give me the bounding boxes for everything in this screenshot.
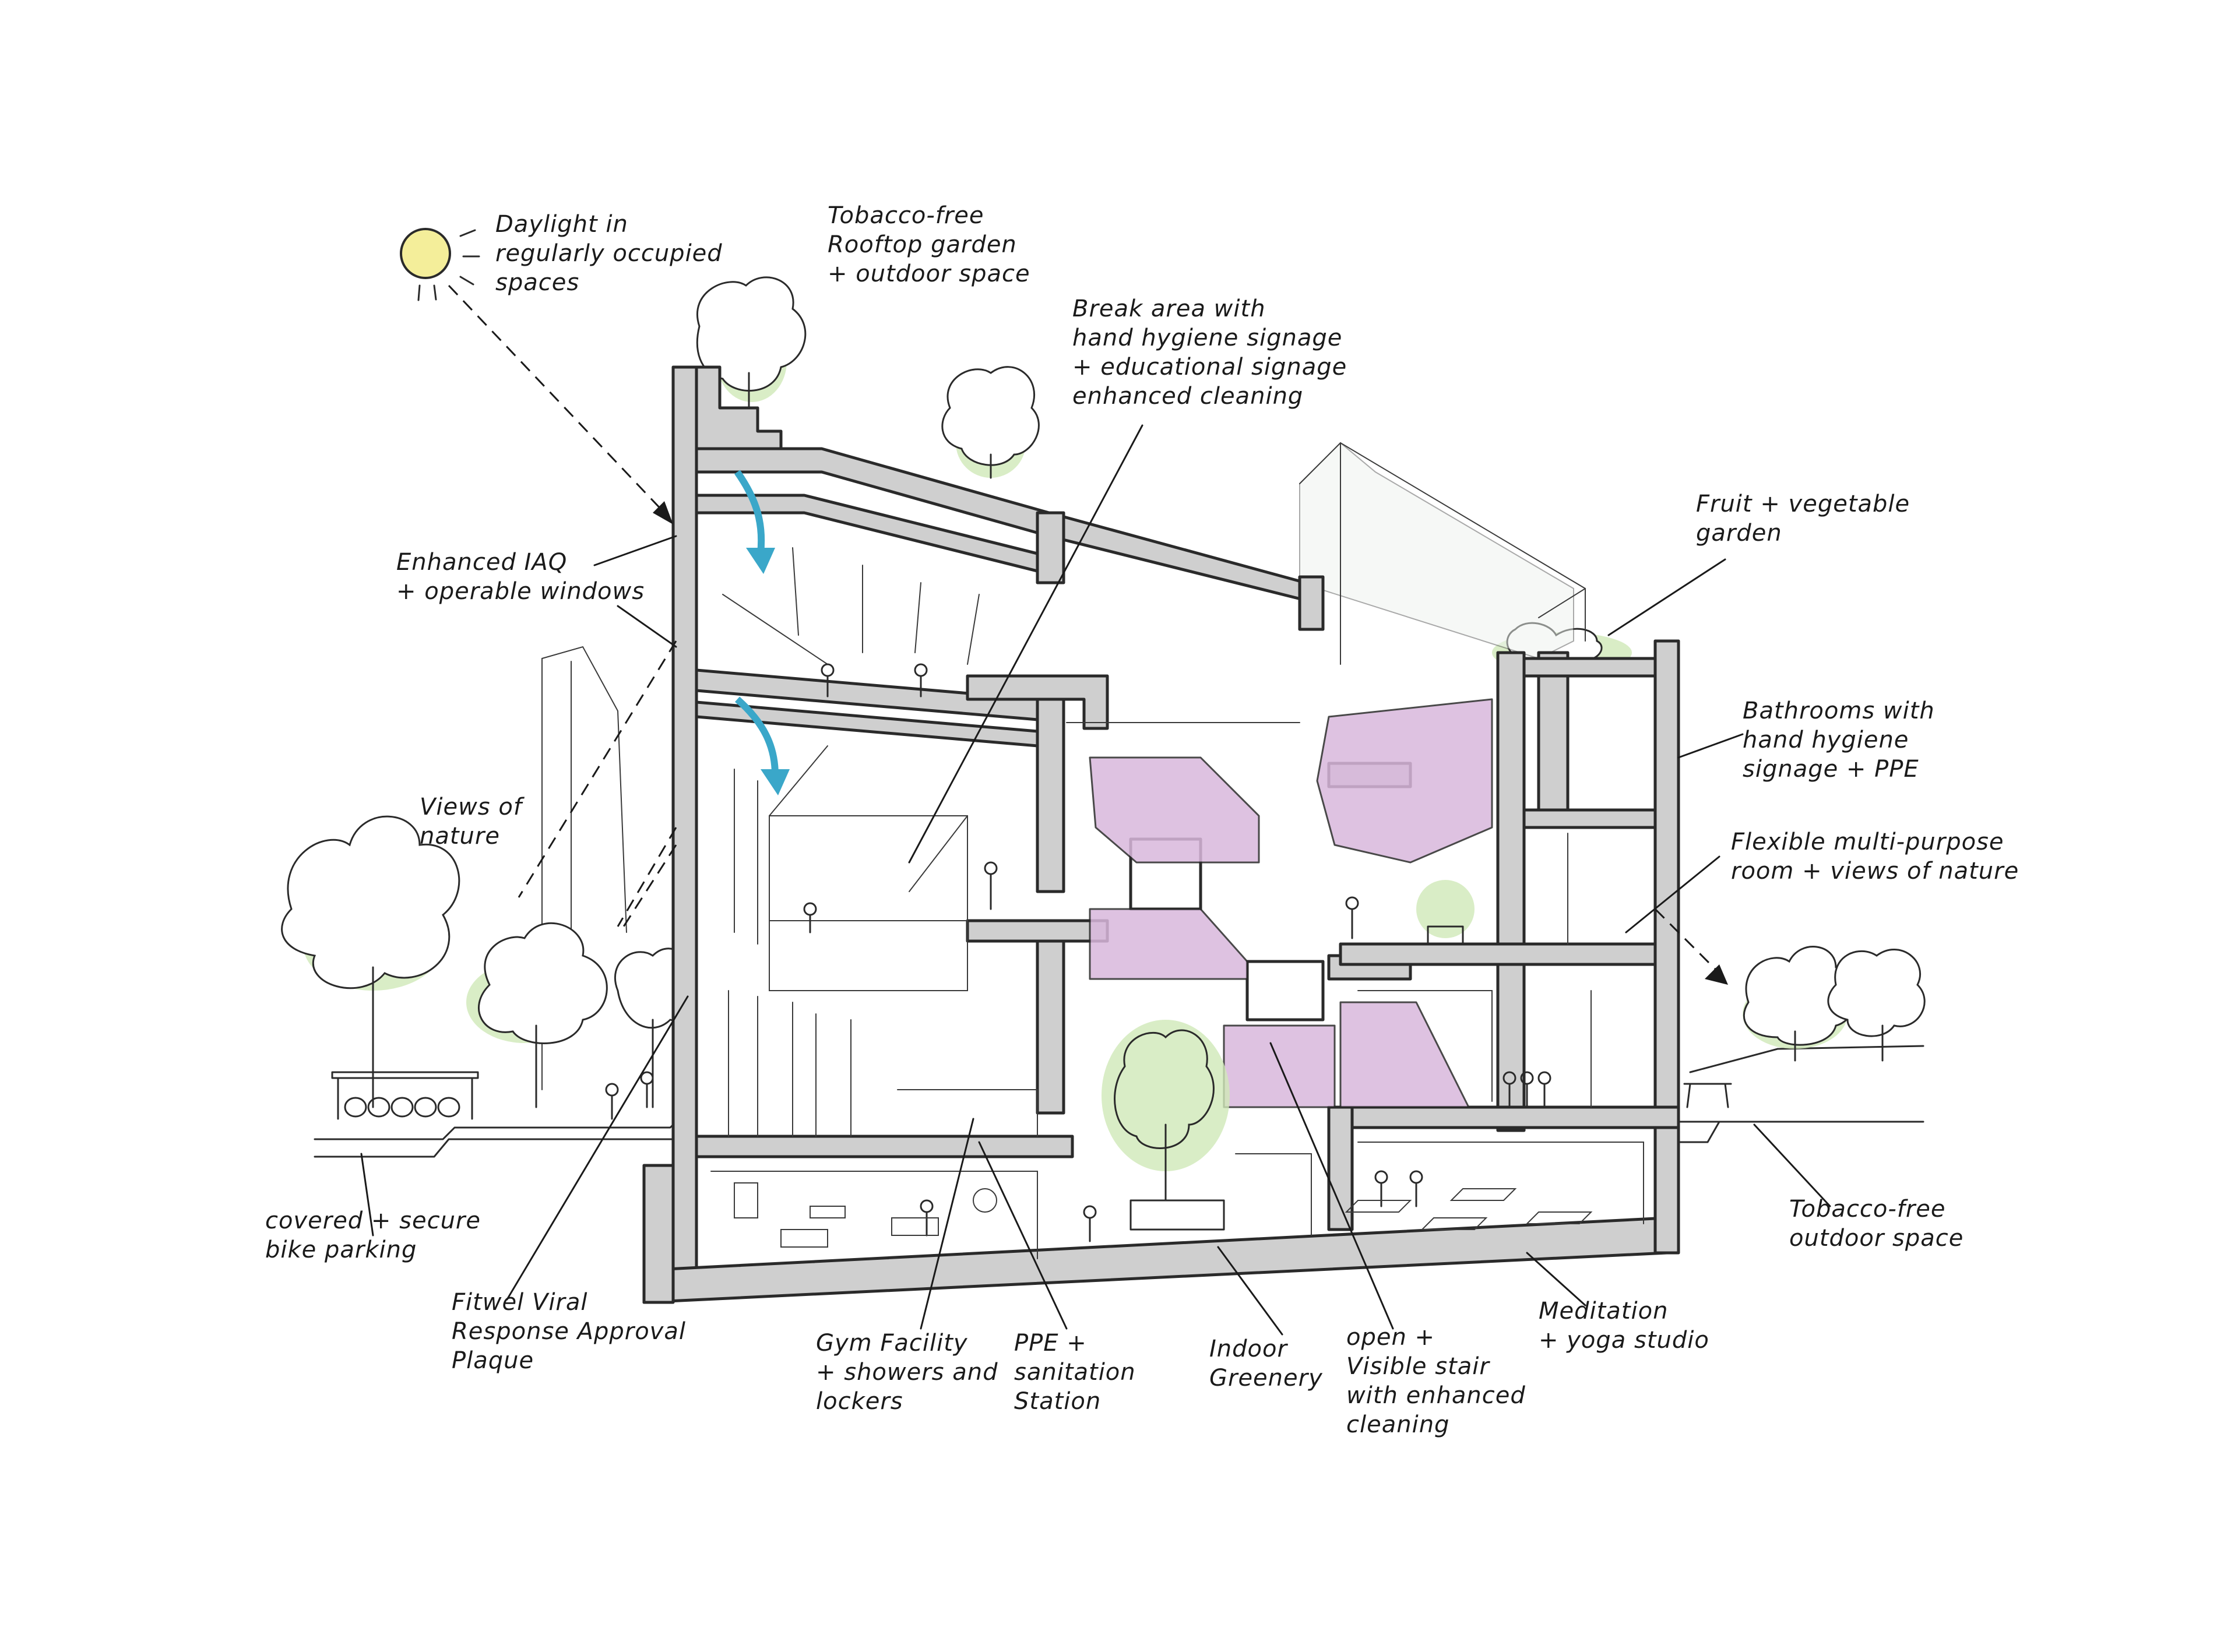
label-fruit-garden: Fruit + vegetable garden: [1696, 491, 1910, 547]
interior-lines: [710, 594, 1644, 1259]
label-break-area: Break area with hand hygiene signage + e…: [1072, 295, 1347, 410]
label-rooftop-garden: Tobacco-free Rooftop garden + outdoor sp…: [828, 202, 1030, 287]
label-iaq: Enhanced IAQ + operable windows: [396, 549, 645, 605]
open-stair: [1089, 698, 1493, 1108]
rooftop-trees: [696, 276, 1040, 479]
sun-icon: [400, 228, 480, 301]
section-walls: [642, 365, 1680, 1304]
yoga-mats: [1345, 1188, 1593, 1230]
daylight-arrow: [448, 284, 673, 524]
glass-atrium: [1299, 442, 1586, 665]
people-figures: [605, 663, 1551, 1242]
indoor-tree: [1102, 1020, 1230, 1231]
views-arrows: [518, 640, 1728, 985]
label-gym: Gym Facility + showers and lockers: [816, 1330, 998, 1415]
leader-lines: [360, 424, 1831, 1336]
airflow-arrows: [734, 470, 790, 795]
label-stair: open + Visible stair with enhanced clean…: [1346, 1324, 1526, 1438]
label-flexible-room: Flexible multi-purpose room + views of n…: [1731, 829, 2019, 885]
label-daylight: Daylight in regularly occupied spaces: [495, 211, 723, 296]
gym-equipment: [734, 1182, 997, 1248]
label-bathrooms: Bathrooms with hand hygiene signage + PP…: [1743, 698, 1935, 783]
bike-rack: [331, 1071, 479, 1120]
label-tobacco-outdoor: Tobacco-free outdoor space: [1789, 1196, 1964, 1252]
label-indoor-greenery: Indoor Greenery: [1209, 1336, 1323, 1392]
label-fitwel-plaque: Fitwel Viral Response Approval Plaque: [452, 1289, 686, 1374]
label-ppe-station: PPE + sanitation Station: [1014, 1330, 1136, 1415]
label-meditation: Meditation + yoga studio: [1539, 1298, 1709, 1354]
interior-plant: [1416, 880, 1475, 945]
label-bike-parking: covered + secure bike parking: [265, 1207, 481, 1263]
left-trees: [281, 815, 696, 1108]
label-views-nature: Views of nature: [420, 794, 522, 850]
outdoor-table: [1683, 1083, 1732, 1108]
right-trees: [1743, 946, 1926, 1062]
skylight-fins: [792, 547, 980, 665]
